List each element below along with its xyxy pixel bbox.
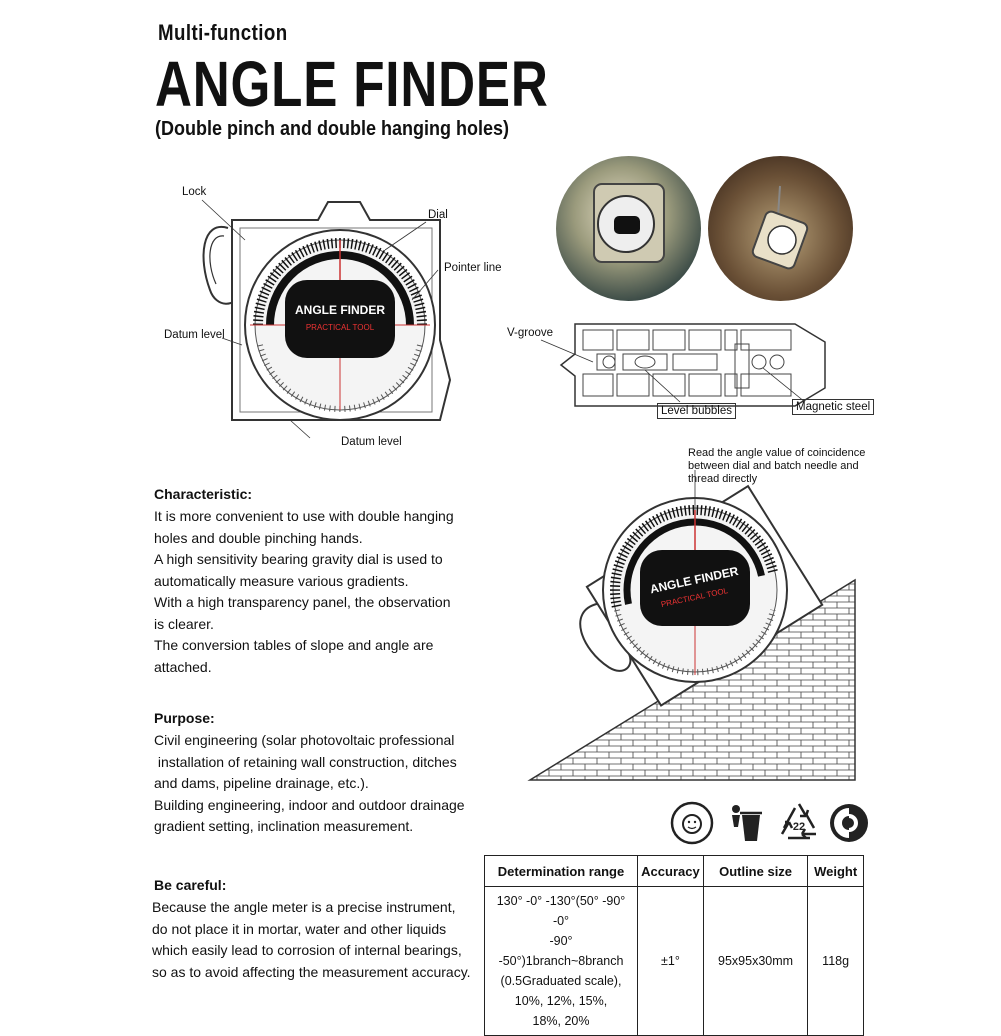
note-line: between dial and batch needle and: [688, 460, 859, 472]
careful-text: Because the angle meter is a precise ins…: [152, 897, 471, 983]
photo-solar-panel: [556, 156, 701, 301]
text-line: The conversion tables of slope and angle…: [154, 637, 434, 653]
label-level-bubbles: Level bubbles: [657, 403, 736, 419]
label-datum-level-bottom: Datum level: [341, 436, 402, 448]
cell-accuracy: ±1°: [637, 886, 704, 1036]
text-line: gradient setting, inclination measuremen…: [154, 818, 414, 834]
note-line: Read the angle value of coincidence: [688, 447, 866, 459]
range-line: (0.5Graduated scale),: [500, 974, 622, 988]
range-line: -90° -50°)1branch~8branch: [498, 934, 624, 968]
text-line: Building engineering, indoor and outdoor…: [154, 796, 465, 813]
note-line: thread directly: [688, 473, 758, 485]
text-line: A high sensitivity bearing gravity dial …: [154, 551, 443, 567]
purpose-heading: Purpose:: [154, 710, 215, 726]
text-line: automatically measure various gradients.: [154, 572, 409, 589]
back-view-diagram: [540, 323, 826, 407]
text-line: which easily lead to corrosion of intern…: [152, 942, 462, 958]
dial-face-subtitle: PRACTICAL TOOL: [306, 323, 375, 332]
label-pointer-line: Pointer line: [444, 262, 502, 274]
text-line: installation of retaining wall construct…: [154, 753, 457, 770]
table-row: 130° -0° -130°(50° -90° -0° -90° -50°)1b…: [483, 886, 864, 1036]
range-line: 18%, 20%: [532, 1014, 590, 1028]
subtitle: Multi-function: [158, 20, 288, 45]
characteristic-heading: Characteristic:: [154, 486, 253, 502]
dial-face-title: ANGLE FINDER: [295, 303, 385, 317]
header-accuracy: Accuracy: [637, 855, 704, 887]
text-line: so as to avoid affecting the measurement…: [152, 963, 471, 980]
cell-outline-size: 95x95x30mm: [702, 886, 809, 1036]
child-safety-icon: [670, 801, 714, 845]
recycle-number: 22: [793, 821, 805, 833]
label-datum-level-left: Datum level: [164, 329, 225, 341]
careful-heading: Be careful:: [154, 877, 227, 893]
text-line: With a high transparency panel, the obse…: [154, 594, 451, 610]
range-line: 10%, 12%, 15%,: [514, 994, 608, 1008]
trash-bin-icon: [732, 805, 762, 841]
reading-note: Read the angle value of coincidence betw…: [688, 447, 865, 486]
text-line: It is more convenient to use with double…: [154, 508, 454, 524]
text-line: is clearer.: [154, 615, 214, 632]
purpose-text: Civil engineering (solar photovoltaic pr…: [154, 730, 465, 838]
green-dot-icon: [830, 804, 868, 842]
label-lock: Lock: [182, 186, 207, 198]
cell-determination-range: 130° -0° -130°(50° -90° -0° -90° -50°)1b…: [483, 886, 639, 1036]
header-weight: Weight: [807, 855, 864, 887]
spec-table: Determination range Accuracy Outline siz…: [483, 855, 864, 1036]
text-line: do not place it in mortar, water and oth…: [152, 920, 447, 937]
header-outline-size: Outline size: [702, 855, 809, 887]
text-line: and dams, pipeline drainage, etc.).: [154, 775, 369, 791]
text-line: holes and double pinching hands.: [154, 529, 363, 546]
header-determination-range: Determination range: [483, 855, 639, 887]
slope-brick-diagram: ANGLE FINDER PRACTICAL TOOL: [527, 470, 856, 781]
label-dial: Dial: [428, 209, 448, 221]
angle-finder-diagram: ANGLE FINDER PRACTICAL TOOL: [201, 199, 452, 439]
main-title: ANGLE FINDER: [155, 48, 549, 120]
text-line: Because the angle meter is a precise ins…: [152, 899, 456, 915]
text-line: Civil engineering (solar photovoltaic pr…: [154, 732, 455, 748]
characteristic-text: It is more convenient to use with double…: [154, 506, 454, 678]
table-header-row: Determination range Accuracy Outline siz…: [483, 855, 864, 887]
range-line: 130° -0° -130°(50° -90° -0°: [496, 894, 626, 928]
paren-title: (Double pinch and double hanging holes): [155, 118, 509, 140]
label-magnetic-steel: Magnetic steel: [792, 399, 875, 415]
label-v-groove: V-groove: [507, 327, 554, 339]
text-line: attached.: [154, 658, 212, 675]
recycle-icon: 22: [780, 803, 816, 840]
photo-hanging-wall: [708, 156, 853, 301]
cell-weight: 118g: [807, 886, 864, 1036]
